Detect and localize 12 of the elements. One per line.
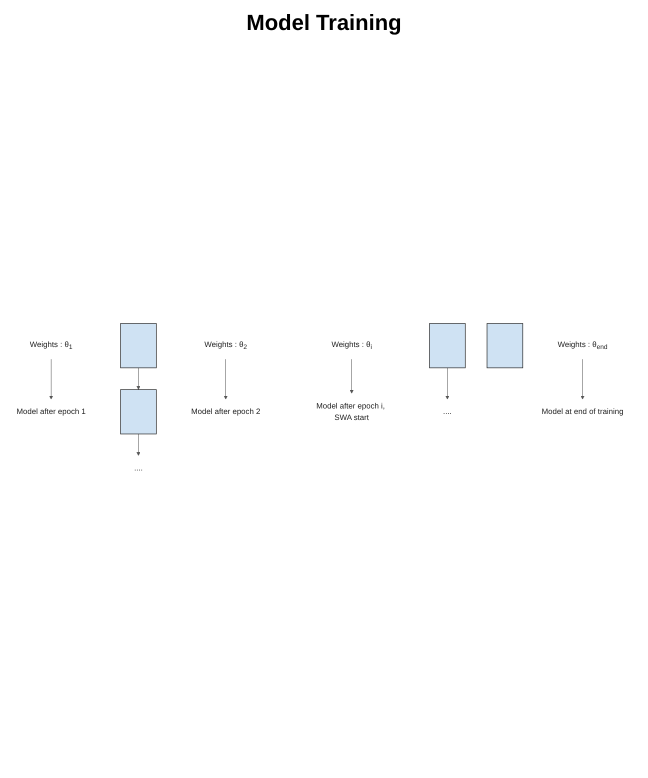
node-box xyxy=(120,389,157,434)
arrow xyxy=(350,358,354,394)
arrow xyxy=(136,434,140,456)
node-box xyxy=(486,323,524,368)
arrow xyxy=(224,358,228,400)
arrow xyxy=(580,358,584,400)
arrow xyxy=(136,368,140,390)
node-box xyxy=(429,323,466,368)
diagram-title: Model Training xyxy=(245,10,403,36)
arrow xyxy=(49,358,54,400)
arrow xyxy=(445,368,450,400)
node-box xyxy=(120,323,157,368)
